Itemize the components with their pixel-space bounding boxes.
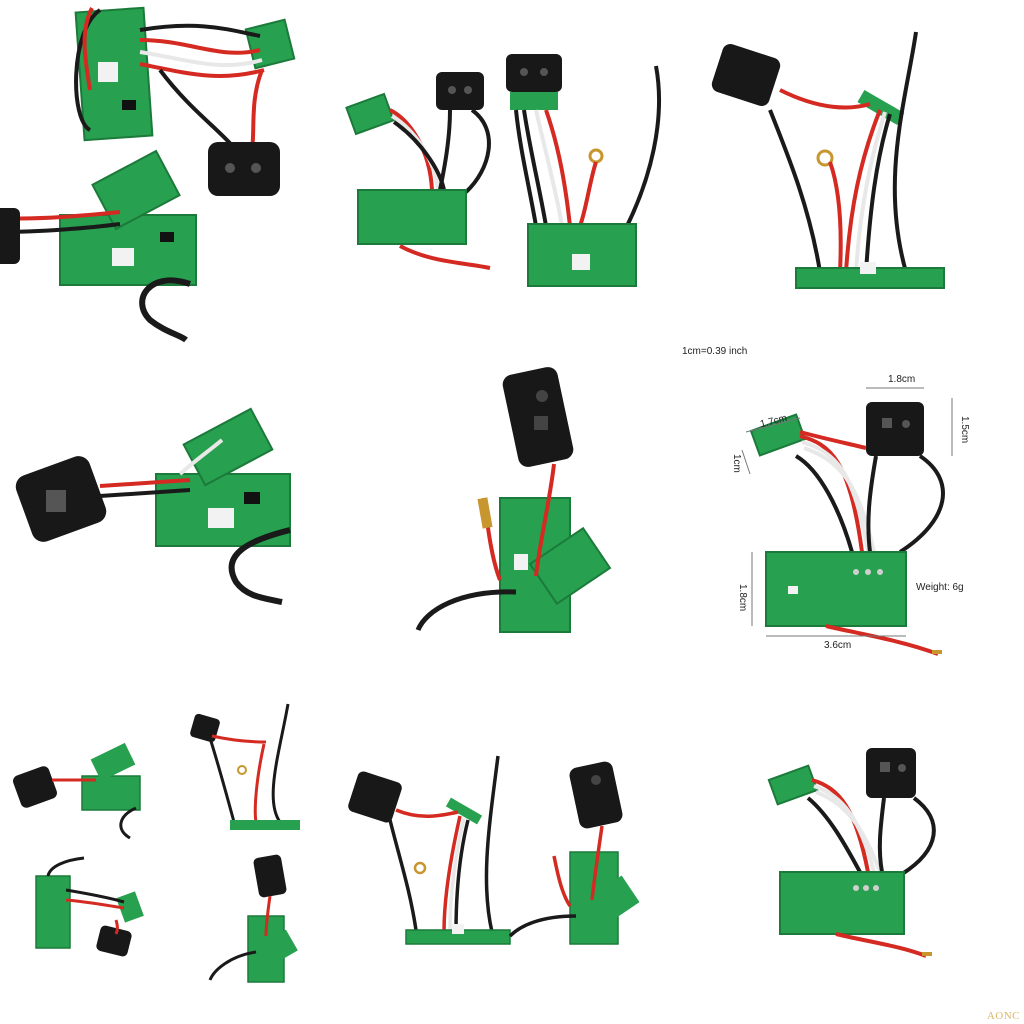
product-photo-2 bbox=[340, 0, 680, 340]
product-photo-1 bbox=[0, 0, 340, 343]
weight-label: Weight: 6g bbox=[916, 582, 964, 593]
dimension-diagram: 1cm=0.39 inch 1.8cm 1.5cm 1.7cm 1cm 1.8c… bbox=[680, 340, 1024, 680]
product-photo-3 bbox=[680, 0, 1024, 340]
product-photo-7 bbox=[0, 680, 340, 1024]
product-photo-5 bbox=[340, 340, 680, 680]
main-board-height-label: 1.8cm bbox=[737, 584, 748, 612]
top-width-label: 1.8cm bbox=[888, 374, 916, 385]
product-photo-4 bbox=[0, 340, 340, 680]
product-photo-8 bbox=[340, 680, 680, 1024]
main-board-width-label: 3.6cm bbox=[824, 640, 852, 651]
product-photo-9 bbox=[680, 680, 1024, 1024]
watermark: AONC bbox=[986, 1010, 1020, 1022]
conversion-note: 1cm=0.39 inch bbox=[682, 346, 748, 357]
side-height-label: 1.5cm bbox=[959, 416, 970, 444]
small-board-height-label: 1cm bbox=[731, 454, 742, 473]
